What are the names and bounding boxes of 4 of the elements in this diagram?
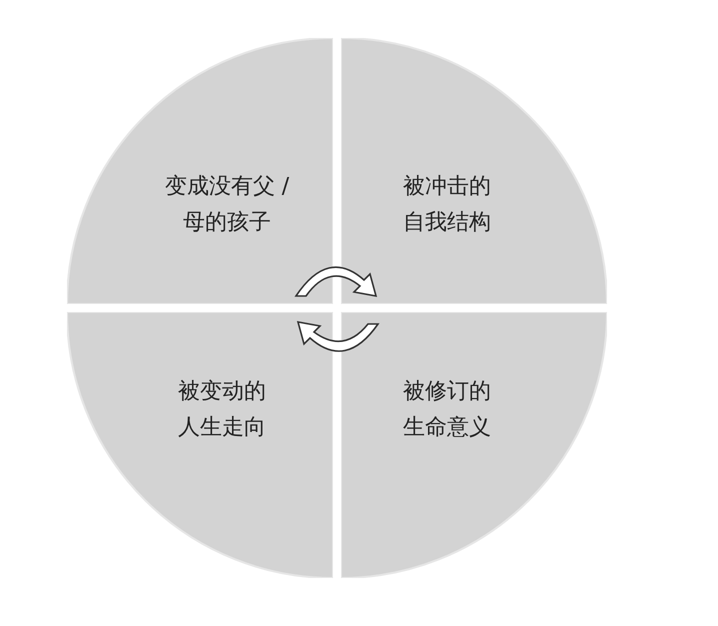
quadrant-label: 变成没有父 /母的孩子: [164, 173, 290, 237]
quadrant-label: 被冲击的自我结构: [402, 173, 492, 237]
quadrant-label: 被变动的人生走向: [177, 378, 267, 442]
quadrant-label: 被修订的生命意义: [402, 378, 492, 442]
